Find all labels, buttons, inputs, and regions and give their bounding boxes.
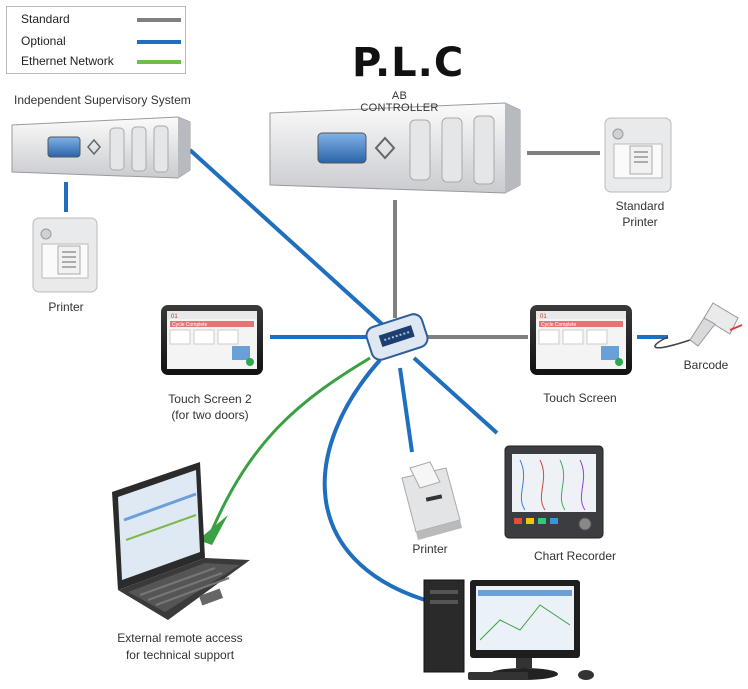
label-remote-access-2: for technical support: [125, 648, 235, 662]
chart-recorder-device: [504, 445, 604, 539]
legend-label-standard: Standard: [21, 12, 70, 26]
label-touch-screen: Touch Screen: [543, 391, 617, 405]
link-hub-pc: [322, 358, 426, 602]
link-supervisory-hub: [188, 148, 385, 327]
printer-bottom-device: [401, 461, 462, 540]
label-supervisory-system: Independent Supervisory System: [14, 93, 191, 107]
label-barcode: Barcode: [683, 358, 729, 372]
desktop-pc-device: [423, 579, 594, 680]
svg-text:01: 01: [171, 314, 178, 320]
label-chart-recorder: Chart Recorder: [533, 549, 617, 563]
touch-screen-header: Cycle Complete: [541, 322, 577, 328]
legend-label-optional: Optional: [21, 34, 66, 48]
plc-controller: [269, 102, 521, 194]
plc-subtitle: AB CONTROLLER: [360, 90, 439, 114]
legend-swatch-ethernet: [137, 60, 181, 64]
label-standard-printer-2: Printer: [622, 215, 658, 229]
supervisory-unit: [11, 116, 191, 179]
label-standard-printer-1: Standard: [615, 199, 665, 213]
link-hub-printer: [398, 367, 414, 453]
link-barcode-cable: [654, 336, 691, 349]
plc-title: P.L.C: [352, 40, 465, 86]
legend-swatch-optional: [137, 40, 181, 44]
printer-left-device: [32, 217, 98, 293]
legend-swatch-standard: [137, 18, 181, 22]
network-hub: [365, 313, 429, 361]
touch-screen-2-header: Cycle Complete: [172, 322, 208, 328]
touch-screen-device: 01 Cycle Complete: [530, 305, 632, 375]
label-touch-screen-2-1: Touch Screen 2: [168, 392, 252, 406]
standard-printer-device: [604, 117, 672, 193]
link-hub-laptop: [208, 356, 371, 536]
link-laptop-beam: [198, 515, 228, 545]
touch-screen-2-device: 01 Cycle Complete: [161, 305, 263, 375]
legend-label-ethernet: Ethernet Network: [21, 54, 114, 68]
label-printer-left: Printer: [48, 300, 84, 314]
legend: Standard Optional Ethernet Network: [6, 6, 186, 74]
link-hub-chart-recorder: [412, 356, 499, 435]
svg-text:01: 01: [540, 314, 547, 320]
laptop-device: [112, 462, 250, 620]
label-touch-screen-2-2: (for two doors): [171, 408, 249, 422]
barcode-scanner-device: [689, 302, 743, 347]
label-remote-access-1: External remote access: [117, 631, 243, 645]
label-printer-bottom: Printer: [412, 542, 448, 556]
connections: [64, 148, 691, 602]
